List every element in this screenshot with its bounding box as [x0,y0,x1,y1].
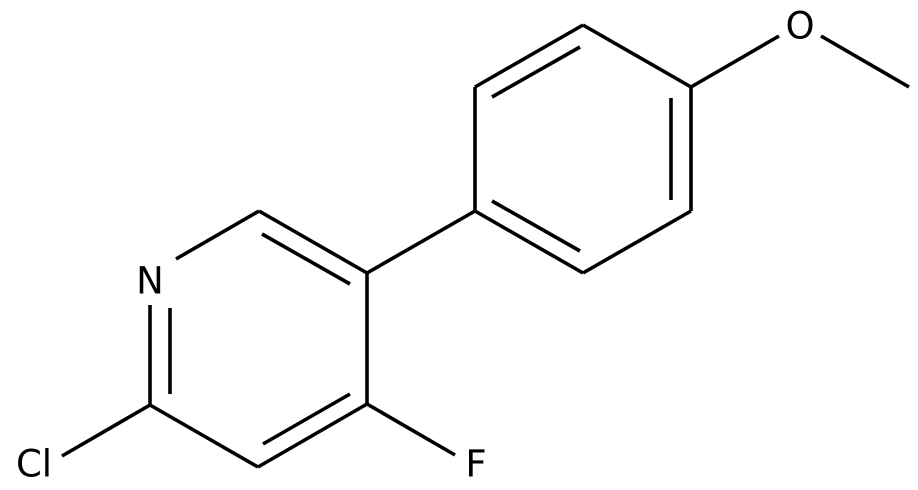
bond-c5-aryl [366,209,476,275]
bond-b2-b3 [582,209,692,275]
nitrogen-atom-label: N [136,260,164,303]
bond-c4-c3-inner [262,392,351,446]
bond-o-ch3 [820,34,910,89]
bond-b4-o [690,34,780,89]
bond-n1-c6 [175,209,260,261]
chlorine-atom-label: Cl [16,443,52,486]
bond-c4-f [366,402,456,457]
bond-b1-b2-inner [491,199,581,253]
bond-b5-b6-inner [491,45,581,99]
bond-c6-c5-inner [261,232,351,286]
methoxyphenyl-ring [473,23,693,275]
bond-b5-b6 [474,23,584,89]
bond-c6-c5 [258,209,368,275]
bond-b1-b2 [474,209,584,275]
fluorine-atom-label: F [465,443,486,486]
bond-c2-cl [61,403,151,458]
bond-c4-c3 [257,402,368,469]
bond-c3-c2 [149,403,259,469]
methoxy-group [690,34,910,89]
bond-b4-b5 [582,23,692,89]
oxygen-atom-label: O [785,5,814,48]
substituent-bonds [61,209,476,458]
pyridine-ring [148,209,369,469]
